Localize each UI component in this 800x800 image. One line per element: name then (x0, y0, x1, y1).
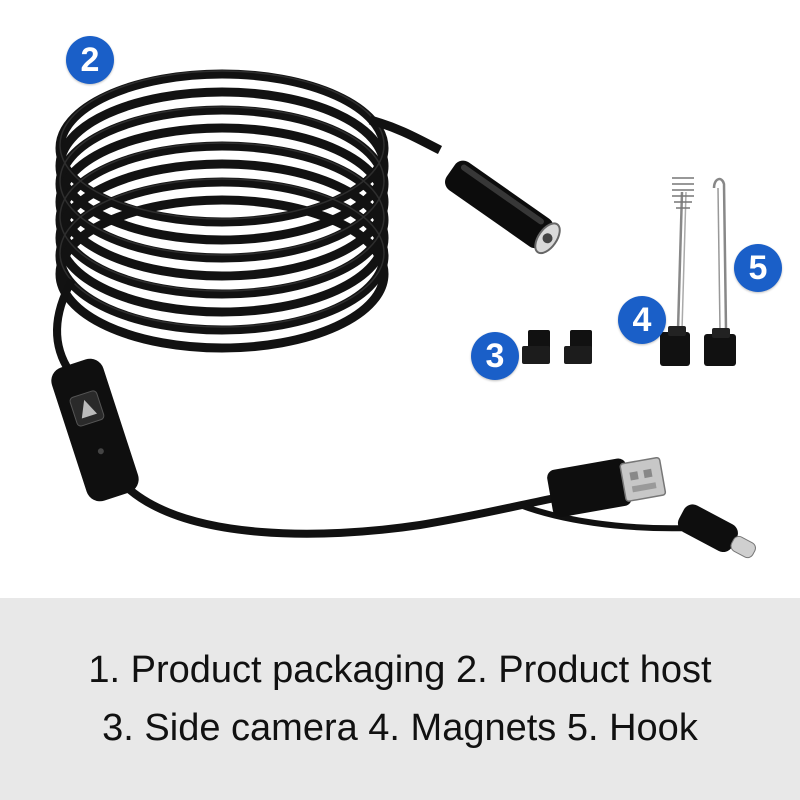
camera-head (445, 160, 561, 255)
endoscope-illustration (51, 69, 756, 559)
product-image-area: 2 3 4 5 (51, 36, 782, 559)
caption-line-2: 3. Side camera 4. Magnets 5. Hook (102, 707, 698, 749)
caption-line-1: 1. Product packaging 2. Product host (88, 649, 712, 691)
side-camera-pieces (522, 330, 592, 364)
caption-panel: 1. Product packaging 2. Product host 3. … (0, 598, 800, 800)
badge-product-host: 2 (66, 36, 114, 84)
camera-cable (368, 115, 443, 155)
badge-side-camera: 3 (471, 332, 519, 380)
badge-hook: 5 (734, 244, 782, 292)
light-control-box (51, 358, 139, 502)
controller-cable (53, 278, 76, 375)
coiled-cable (55, 69, 389, 353)
hook-attachment (704, 177, 736, 366)
magnet-attachment (660, 177, 694, 366)
badge-magnets: 4 (618, 296, 666, 344)
usb-c-adapter (677, 504, 756, 559)
usb-a-connector (547, 456, 667, 518)
connector-cable (127, 486, 556, 538)
